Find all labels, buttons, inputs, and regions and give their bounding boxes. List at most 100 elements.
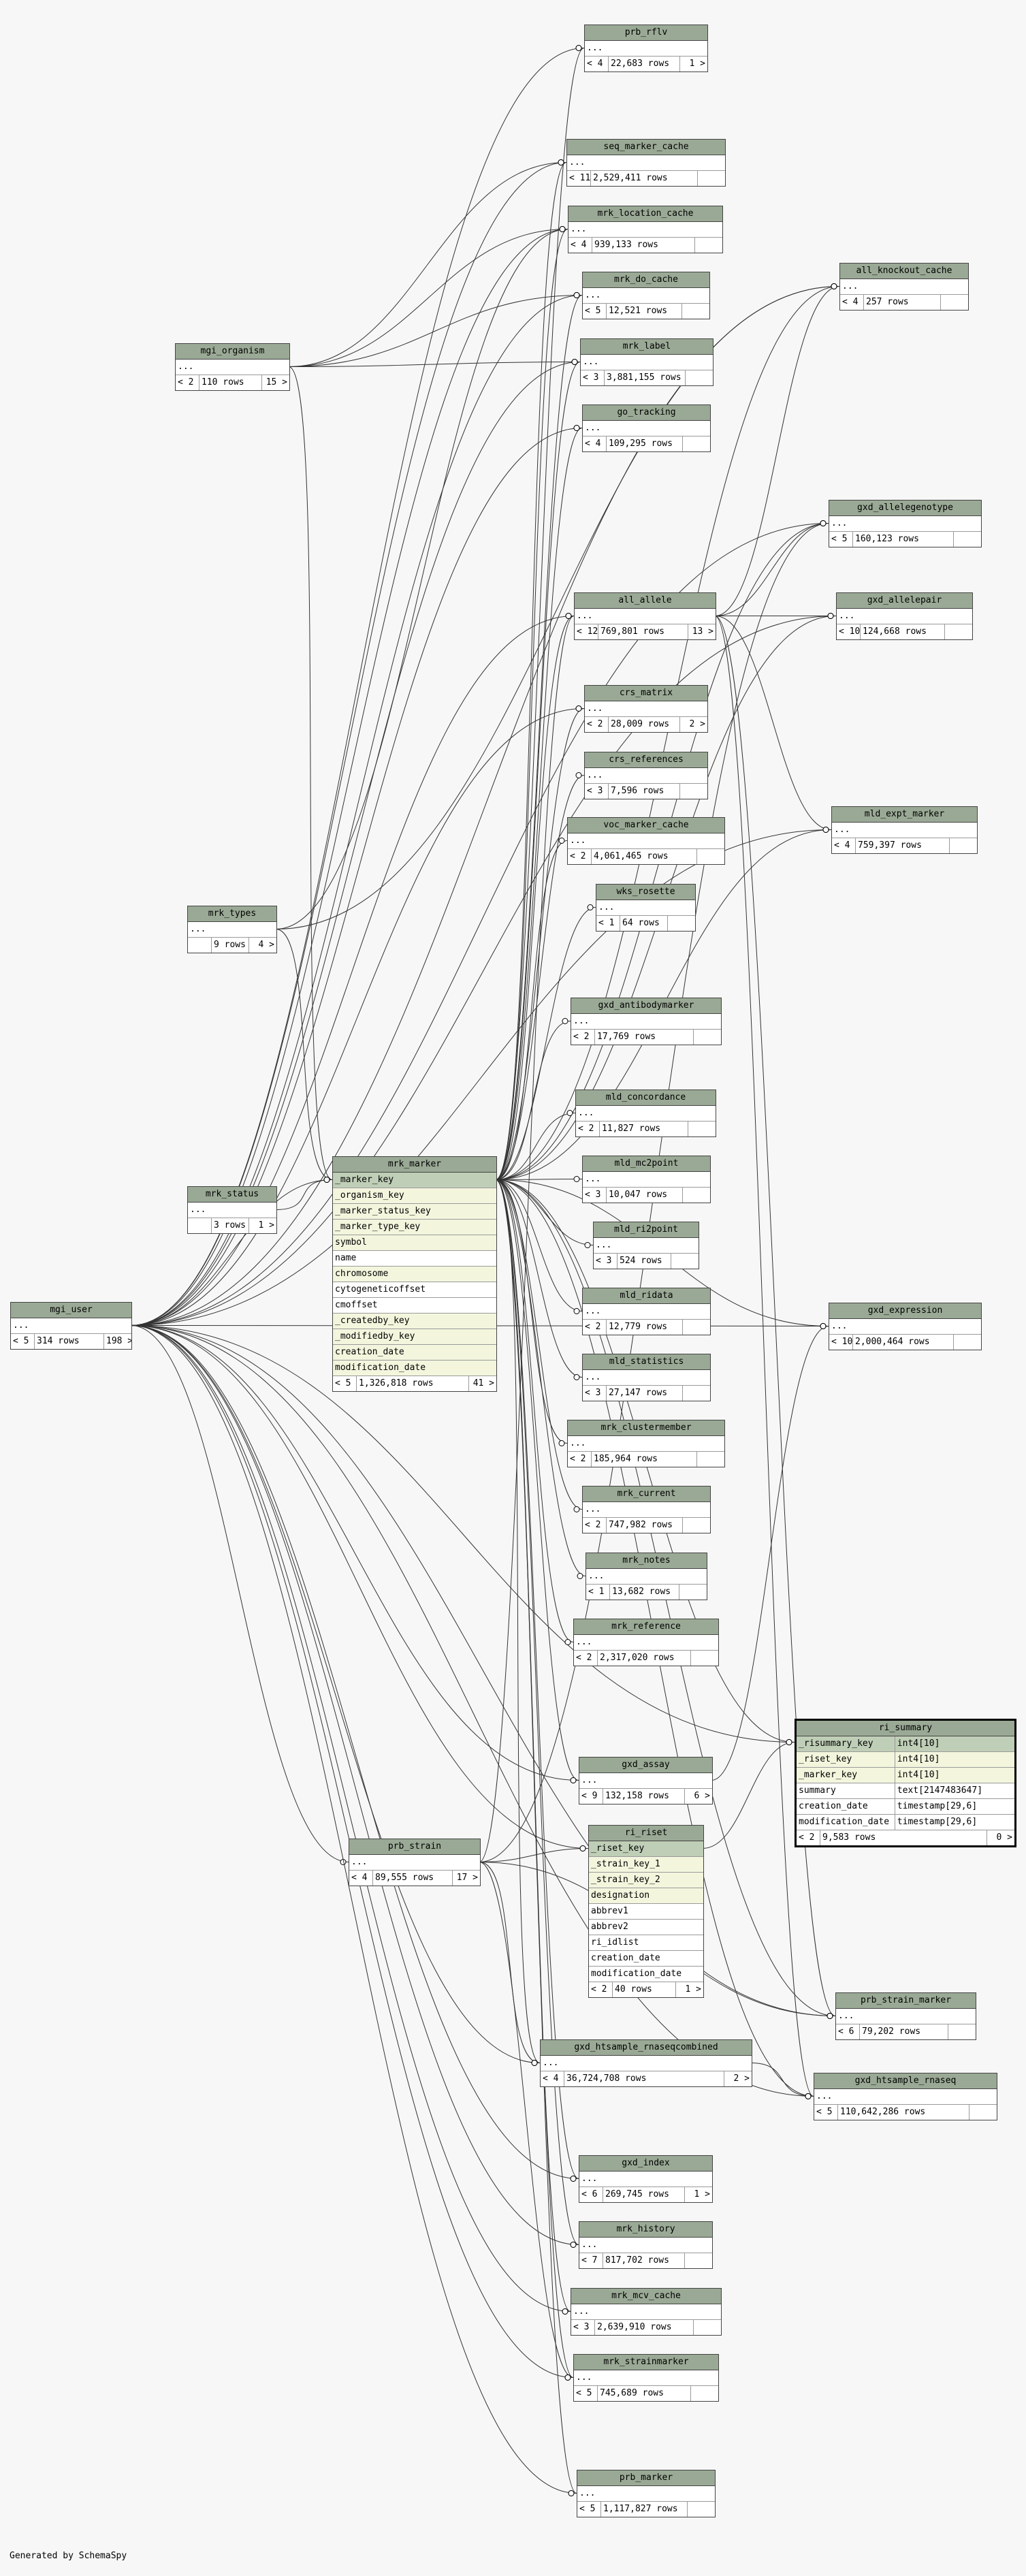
child-count[interactable]	[683, 1386, 710, 1401]
child-count[interactable]	[691, 1651, 718, 1666]
parent-count[interactable]: < 3	[581, 370, 605, 385]
parent-count[interactable]: < 4	[541, 2071, 564, 2086]
table-header[interactable]: mrk_do_cache	[583, 272, 709, 288]
child-count[interactable]	[685, 2253, 712, 2268]
child-count[interactable]	[668, 916, 695, 931]
table-header[interactable]: prb_strain_marker	[836, 1993, 976, 2009]
parent-count[interactable]: < 10	[829, 1335, 853, 1350]
parent-count[interactable]: < 5	[11, 1334, 35, 1349]
parent-count[interactable]	[188, 1218, 212, 1233]
child-count[interactable]	[969, 2105, 997, 2120]
table-header[interactable]: ri_summary	[797, 1721, 1014, 1736]
child-count[interactable]	[671, 1254, 699, 1269]
parent-count[interactable]: < 3	[583, 1188, 607, 1203]
parent-count[interactable]: < 5	[829, 532, 853, 547]
parent-count[interactable]: < 2	[568, 849, 592, 864]
table-header[interactable]: prb_strain	[349, 1839, 480, 1855]
child-count[interactable]	[683, 1188, 710, 1203]
child-count[interactable]: 1 >	[689, 59, 705, 69]
parent-count[interactable]: < 2	[176, 375, 199, 390]
parent-count[interactable]: < 1	[596, 916, 620, 931]
child-count[interactable]: 1 >	[694, 2189, 710, 2199]
table-header[interactable]: crs_matrix	[585, 686, 707, 701]
parent-count[interactable]: < 5	[574, 2386, 598, 2401]
child-count[interactable]	[697, 849, 724, 864]
parent-count[interactable]: < 5	[577, 2502, 601, 2517]
child-count[interactable]: 198 >	[106, 1336, 131, 1346]
table-header[interactable]: mrk_history	[579, 2222, 712, 2238]
child-count[interactable]: 13 >	[692, 626, 714, 637]
table-header[interactable]: mrk_strainmarker	[574, 2355, 718, 2370]
child-count[interactable]	[954, 532, 981, 547]
table-header[interactable]: wks_rosette	[596, 885, 695, 900]
child-count[interactable]	[954, 1335, 981, 1350]
child-count[interactable]	[680, 784, 707, 799]
parent-count[interactable]: < 2	[583, 1518, 607, 1533]
child-count[interactable]	[694, 1030, 721, 1045]
child-count[interactable]	[683, 1320, 710, 1335]
child-count[interactable]: 2 >	[733, 2073, 750, 2084]
parent-count[interactable]: < 9	[579, 1789, 603, 1804]
child-count[interactable]	[679, 1585, 707, 1600]
parent-count[interactable]: < 4	[568, 238, 592, 253]
table-header[interactable]: ri_riset	[589, 1826, 703, 1841]
parent-count[interactable]: < 4	[832, 838, 856, 853]
child-count[interactable]: 41 >	[472, 1378, 494, 1388]
parent-count[interactable]: < 4	[349, 1871, 373, 1886]
child-count[interactable]: 0 >	[996, 1832, 1012, 1843]
parent-count[interactable]: < 2	[797, 1830, 820, 1845]
child-count[interactable]	[698, 171, 725, 186]
parent-count[interactable]: < 3	[583, 1386, 607, 1401]
table-header[interactable]: mld_mc2point	[583, 1156, 710, 1172]
parent-count[interactable]	[188, 938, 212, 953]
parent-count[interactable]: < 5	[333, 1376, 357, 1391]
table-header[interactable]: mld_ridata	[583, 1288, 710, 1304]
table-header[interactable]: prb_marker	[577, 2470, 715, 2486]
child-count[interactable]	[688, 2502, 715, 2517]
child-count[interactable]	[682, 304, 709, 319]
parent-count[interactable]: < 1	[586, 1585, 610, 1600]
parent-count[interactable]: < 5	[583, 304, 607, 319]
parent-count[interactable]: < 3	[585, 784, 609, 799]
parent-count[interactable]: < 2	[589, 1982, 613, 1997]
table-header[interactable]: mrk_marker	[333, 1157, 496, 1173]
table-header[interactable]: mrk_status	[188, 1187, 276, 1203]
parent-count[interactable]: < 2	[583, 1320, 607, 1335]
parent-count[interactable]: < 5	[814, 2105, 838, 2120]
parent-count[interactable]: < 7	[579, 2253, 603, 2268]
parent-count[interactable]: < 10	[837, 624, 861, 639]
table-header[interactable]: voc_marker_cache	[568, 818, 724, 833]
table-header[interactable]: gxd_allelepair	[837, 593, 972, 609]
table-header[interactable]: mrk_notes	[586, 1553, 707, 1569]
table-header[interactable]: seq_marker_cache	[567, 140, 725, 155]
table-header[interactable]: go_tracking	[583, 405, 710, 421]
table-header[interactable]: mrk_clustermember	[568, 1420, 724, 1436]
child-count[interactable]	[697, 1452, 724, 1467]
child-count[interactable]	[691, 2386, 718, 2401]
table-header[interactable]: gxd_assay	[579, 1758, 712, 1773]
parent-count[interactable]: < 4	[583, 436, 607, 451]
table-header[interactable]: prb_rflv	[585, 25, 707, 41]
